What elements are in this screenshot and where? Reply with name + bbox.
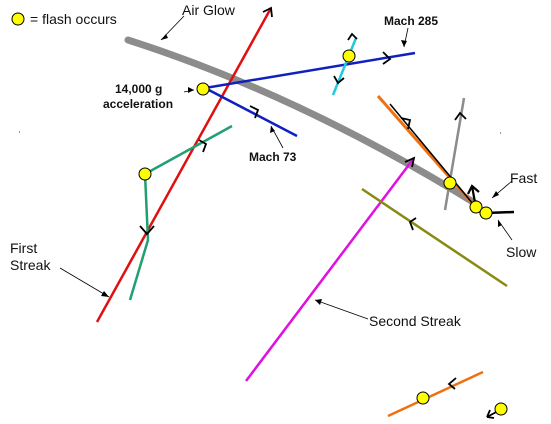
- gray-streak: [443, 97, 466, 211]
- mach-73-track: [204, 86, 298, 138]
- slow-leader-head: [498, 220, 502, 227]
- orange-short-arrow: [447, 377, 457, 390]
- first-streak-line: [95, 7, 273, 323]
- flash-marker: [469, 200, 483, 214]
- cyan-streak: [331, 37, 358, 96]
- second-streak-line: [245, 157, 415, 382]
- fast-label: Fast: [510, 170, 537, 186]
- mach-73-label: Mach 73: [249, 150, 297, 164]
- first-streak-leader: [59, 267, 110, 298]
- second-streak-leader-head: [315, 299, 322, 305]
- cyan-streak-arrow-2: [333, 75, 345, 85]
- air-glow-label: Air Glow: [182, 2, 236, 18]
- mach-73-arrow: [249, 105, 260, 119]
- gray-streak-arrow: [454, 111, 467, 121]
- speck: [19, 131, 20, 133]
- olive-streak-arrow: [408, 217, 417, 231]
- second-streak-arrow: [404, 156, 416, 168]
- second-streak-label: Second Streak: [369, 313, 462, 329]
- legend-flash-marker: [11, 12, 25, 26]
- teal-streak-arrow-2: [139, 225, 155, 236]
- flash-marker: [416, 391, 430, 405]
- accel-leader-head: [188, 87, 194, 93]
- flash-marker: [494, 402, 508, 416]
- fast-leader-head: [492, 191, 499, 198]
- orange-short-streak: [387, 370, 484, 418]
- acceleration-label-line2: acceleration: [103, 97, 173, 111]
- second-streak-leader: [314, 299, 369, 320]
- teal-streak-arrow: [198, 139, 208, 153]
- slow-label: Slow: [506, 244, 537, 260]
- flash-markers: [138, 49, 508, 416]
- air-glow-leader-head: [161, 34, 168, 40]
- flash-marker: [479, 206, 493, 220]
- flash-marker: [138, 167, 152, 181]
- air-glow-trail: [124, 36, 482, 209]
- flash-marker: [196, 82, 210, 96]
- mach-73-leader-head: [270, 126, 275, 133]
- acceleration-label-line1: 14,000 g: [115, 82, 162, 96]
- speck: [500, 132, 501, 134]
- first-streak-label-line1: First: [10, 240, 37, 256]
- first-streak-label-line2: Streak: [10, 257, 51, 273]
- flash-marker: [443, 176, 457, 190]
- first-streak-arrow: [262, 6, 273, 18]
- black-streak: [389, 103, 479, 211]
- leader-lines: [59, 15, 513, 320]
- cyan-streak-arrow: [347, 32, 358, 41]
- orange-streak-arrow: [400, 117, 412, 130]
- mach-285-arrow: [382, 51, 392, 65]
- olive-streak: [361, 187, 508, 288]
- mach-285-leader-head: [401, 40, 407, 47]
- teal-streak: [128, 124, 233, 301]
- mach-285-track: [204, 51, 416, 90]
- leader-arrowheads: [101, 34, 502, 305]
- flash-marker: [342, 49, 356, 63]
- legend-label: = flash occurs: [30, 11, 117, 27]
- mach-285-label: Mach 285: [384, 14, 438, 28]
- first-streak-leader-head: [101, 291, 109, 297]
